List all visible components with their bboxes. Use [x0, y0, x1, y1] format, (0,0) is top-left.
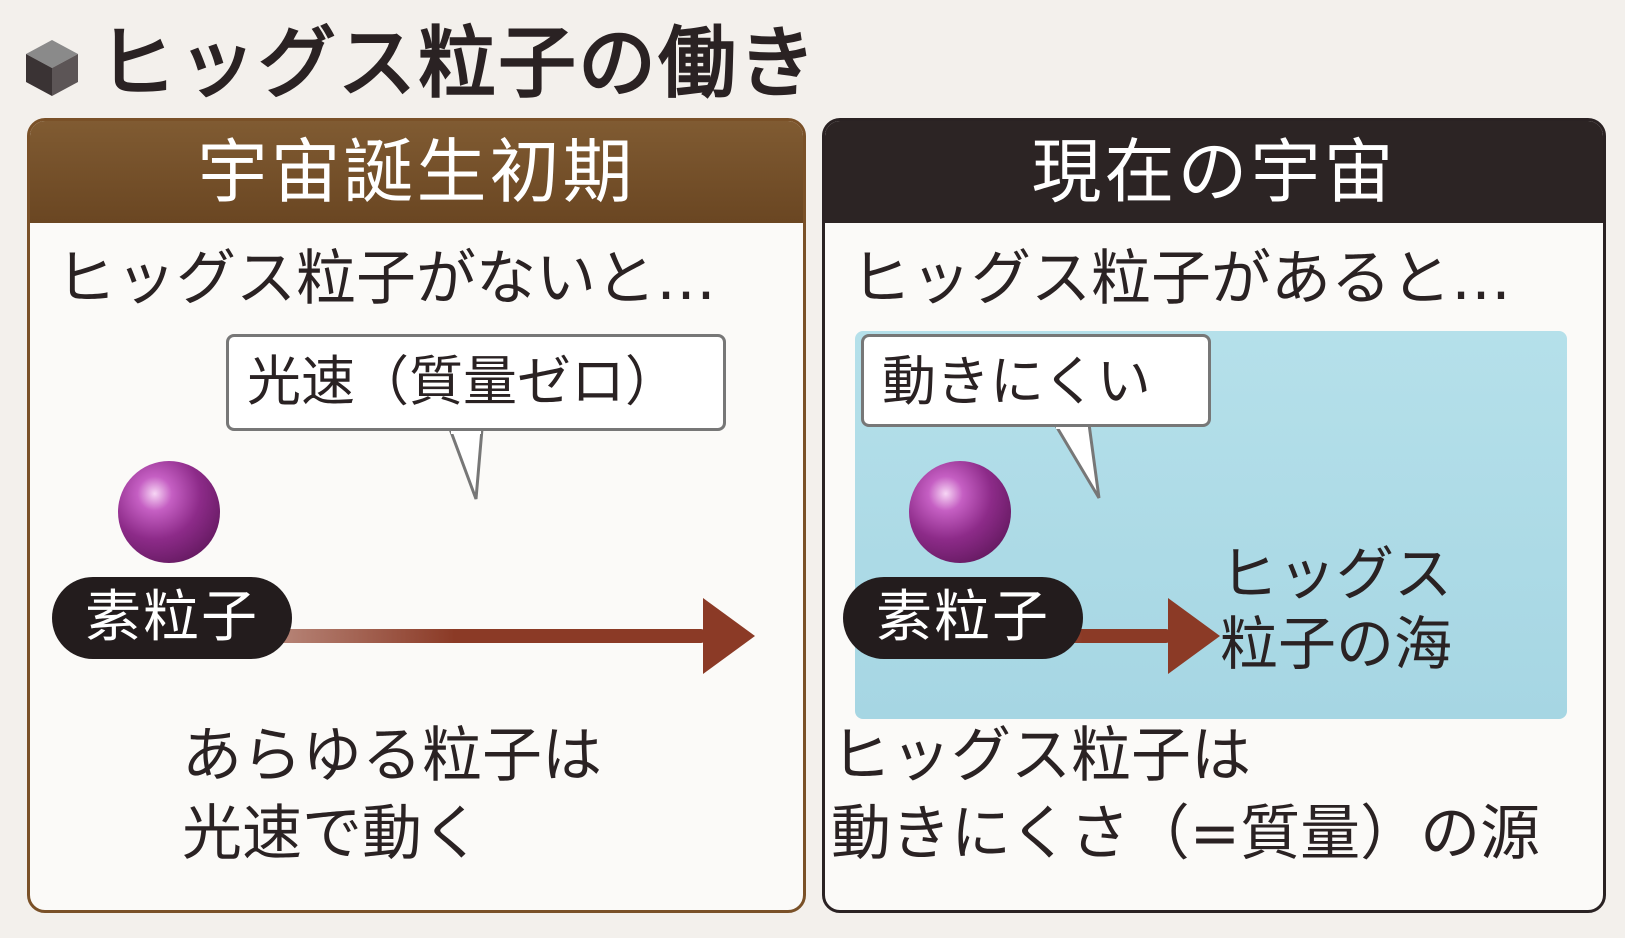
current-universe-panel: 現在の宇宙 ヒッグス粒子があると… 動きにくい 素粒子 ヒッグス 粒子の海 ヒッ…	[822, 118, 1606, 913]
conclusion-line-1: あらゆる粒子は	[182, 721, 602, 791]
cube-icon	[26, 40, 78, 96]
particle-label: 素粒子	[52, 577, 292, 659]
conclusion-line-1: ヒッグス粒子は	[831, 721, 1251, 791]
early-universe-header: 宇宙誕生初期	[30, 121, 803, 223]
no-higgs-condition: ヒッグス粒子がないと…	[56, 244, 716, 314]
sea-label-line-2: 粒子の海	[1220, 610, 1453, 678]
conclusion-line-2: 動きにくさ（=質量）の源	[831, 799, 1541, 869]
light-speed-callout: 光速（質量ゼロ）	[226, 334, 726, 431]
elementary-particle	[118, 461, 220, 563]
sea-label-line-1: ヒッグス	[1220, 540, 1453, 608]
conclusion-line-2: 光速で動く	[182, 799, 482, 869]
callout-pointer	[448, 429, 484, 500]
particle-label: 素粒子	[843, 577, 1083, 659]
early-universe-panel: 宇宙誕生初期 ヒッグス粒子がないと… 光速（質量ゼロ） 素粒子 あらゆる粒子は …	[27, 118, 806, 913]
fast-motion-arrow	[205, 598, 755, 674]
higgs-sea-label: ヒッグス 粒子の海	[1220, 539, 1452, 679]
current-universe-header: 現在の宇宙	[825, 121, 1603, 223]
page-title: ヒッグス粒子の働き	[98, 19, 819, 109]
current-conclusion: ヒッグス粒子は 動きにくさ（=質量）の源	[831, 717, 1540, 873]
with-higgs-condition: ヒッグス粒子があると…	[851, 244, 1511, 314]
early-conclusion: あらゆる粒子は 光速で動く	[182, 717, 602, 873]
hard-to-move-callout: 動きにくい	[861, 334, 1211, 427]
elementary-particle	[909, 461, 1011, 563]
